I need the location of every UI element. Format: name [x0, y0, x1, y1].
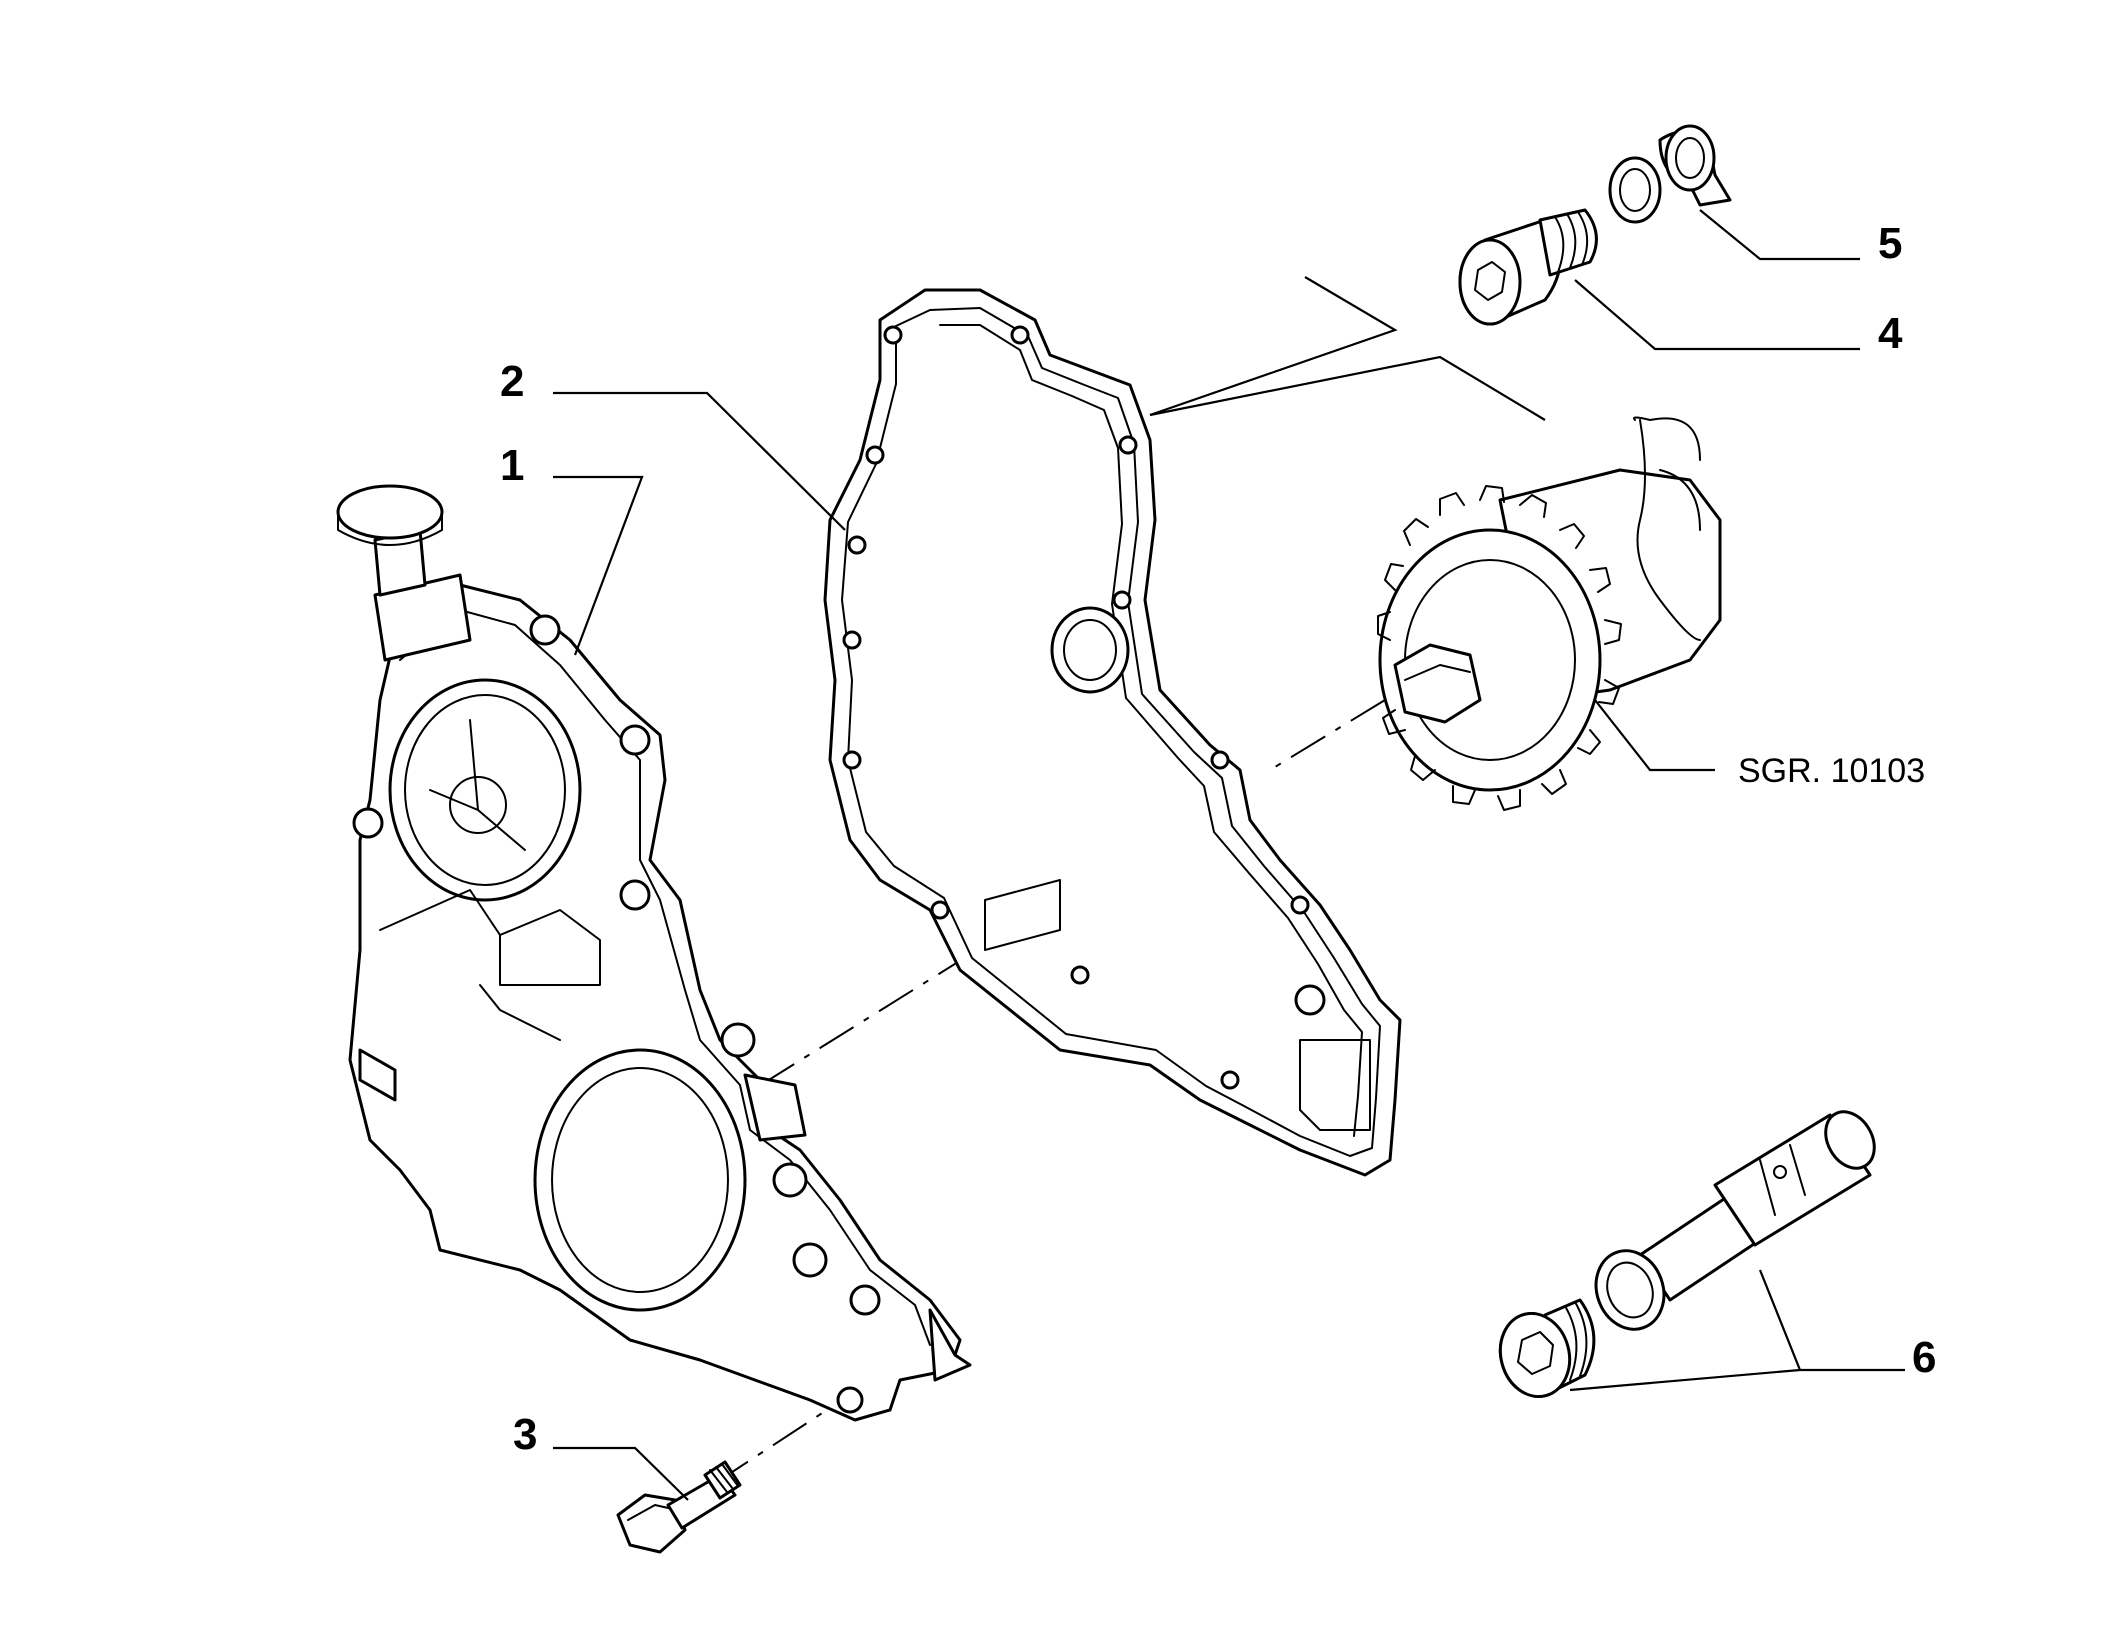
screw-thread [1538, 208, 1598, 277]
bolt-thread [703, 1460, 742, 1500]
callout-3: 3 [513, 1410, 537, 1459]
part-4-socket-screw [1458, 208, 1598, 326]
reference-leader-sgr [1594, 699, 1715, 772]
part-6-oil-pipe-and-plug [1498, 1110, 1876, 1399]
part-5-seal-washers [1608, 124, 1732, 224]
leader-1 [553, 475, 644, 656]
seal-washer-front [1608, 156, 1662, 224]
vacuum-pump-shaft [373, 528, 427, 597]
camshaft-gear-assembly [1377, 416, 1722, 811]
part-1-front-cover [336, 484, 972, 1422]
callout-4: 4 [1878, 309, 1903, 358]
gear-hex-nut [1393, 643, 1482, 724]
callout-2: 2 [500, 357, 524, 406]
assembly-axis-upper [1269, 699, 1386, 771]
cover-main-bore [533, 1048, 747, 1312]
leader-6 [1569, 1269, 1905, 1392]
part-3-hex-bolt [616, 1460, 742, 1554]
reference-arrow [1149, 276, 1398, 417]
callout-5: 5 [1878, 219, 1902, 268]
callout-1: 1 [500, 441, 524, 490]
vacuum-pump-neck [373, 573, 472, 662]
reference-label-sgr: SGR. 10103 [1738, 752, 1925, 790]
vacuum-pump-cap [336, 484, 444, 540]
vacuum-pump-housing [388, 678, 582, 902]
leader-3 [553, 1446, 689, 1501]
idler-gear [1377, 485, 1622, 811]
leader-4 [1574, 279, 1860, 351]
reference-leader [1149, 355, 1546, 421]
leader-5 [1699, 209, 1860, 261]
oil-pipe-socket [1594, 1249, 1666, 1331]
callout-6: 6 [1912, 1333, 1936, 1382]
leader-2 [553, 391, 846, 531]
part-2-gasket [823, 288, 1402, 1177]
